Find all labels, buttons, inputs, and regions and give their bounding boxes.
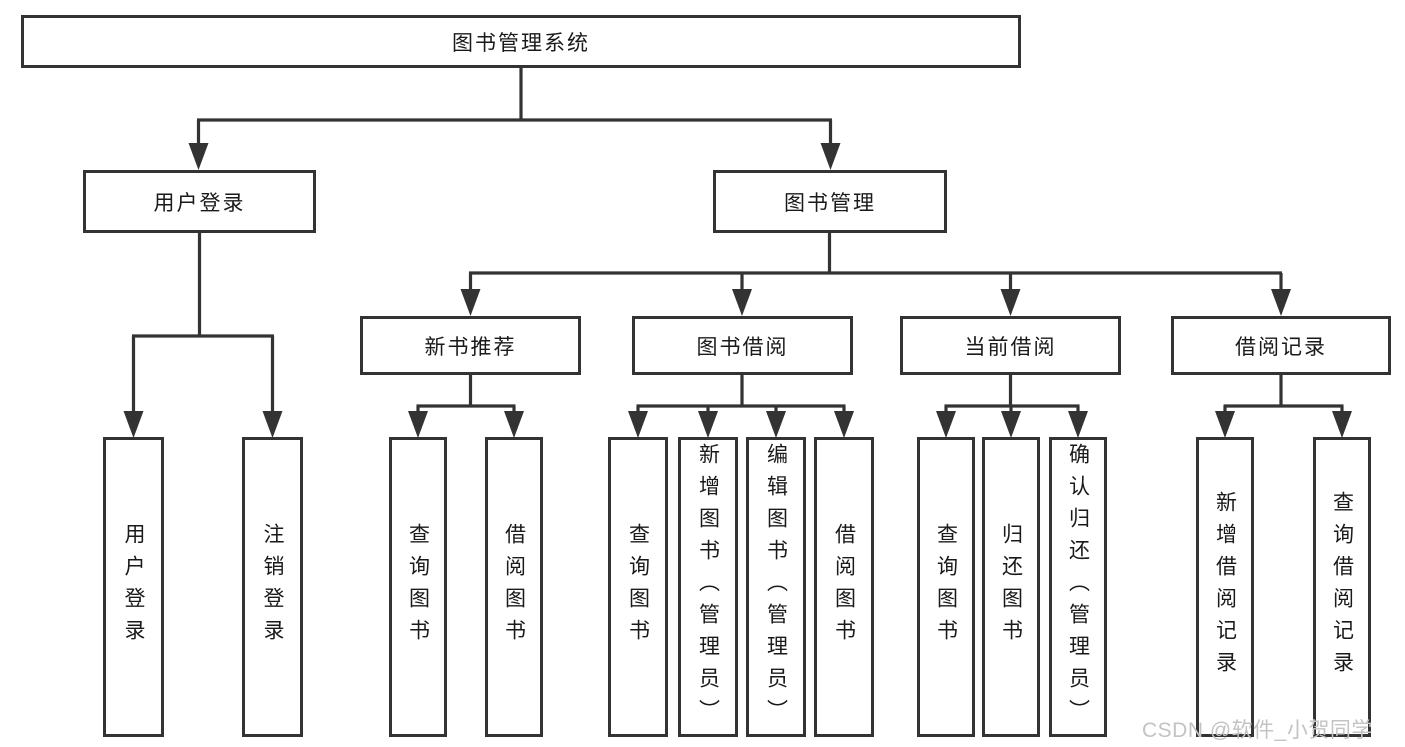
node-label: 图书管理系统 <box>452 31 590 55</box>
arrow-down-icon <box>504 411 524 438</box>
node-label: 用户登录 <box>122 523 145 651</box>
node-leaf-query-borrow-record: 查询借阅记录 <box>1313 437 1371 737</box>
node-label: 查询图书 <box>406 523 430 651</box>
node-leaf-query-books-current: 查询图书 <box>917 437 975 737</box>
node-root: 图书管理系统 <box>21 15 1021 68</box>
node-label: 借阅图书 <box>832 523 856 651</box>
arrow-down-icon <box>1001 411 1021 438</box>
node-leaf-user-login: 用户登录 <box>103 437 164 737</box>
node-label: 用户登录 <box>153 191 246 215</box>
node-leaf-add-borrow-record: 新增借阅记录 <box>1196 437 1254 737</box>
connector-borrow-records-children <box>1223 374 1344 414</box>
arrow-down-icon <box>766 411 786 438</box>
node-leaf-edit-book-admin: 编辑图书（管理员） <box>746 437 806 737</box>
arrow-down-icon <box>262 411 283 438</box>
arrow-down-icon <box>1215 411 1235 438</box>
node-label: 新增图书（管理员） <box>696 443 720 731</box>
node-borrow-records: 借阅记录 <box>1171 316 1391 375</box>
node-current-borrow: 当前借阅 <box>900 316 1121 375</box>
node-label: 归还图书 <box>999 523 1023 651</box>
node-label: 查询借阅记录 <box>1330 491 1354 683</box>
node-label: 当前借阅 <box>964 335 1057 359</box>
node-label: 图书管理 <box>784 191 876 215</box>
arrow-down-icon <box>1000 289 1021 316</box>
arrow-down-icon <box>820 143 841 170</box>
arrow-down-icon <box>1332 411 1352 438</box>
connector-root-to-level2 <box>196 67 833 146</box>
node-book-borrow: 图书借阅 <box>632 316 853 375</box>
connector-new-book-rec-children <box>416 374 516 414</box>
arrow-down-icon <box>188 143 209 170</box>
arrowheads <box>123 143 1352 438</box>
node-label: 借阅图书 <box>502 523 526 651</box>
node-leaf-borrow-books-borrow: 借阅图书 <box>814 437 874 737</box>
node-leaf-logout: 注销登录 <box>242 437 303 737</box>
node-leaf-confirm-return-admin: 确认归还（管理员） <box>1049 437 1107 737</box>
node-label: 查询图书 <box>626 523 650 651</box>
node-label: 图书借阅 <box>696 335 789 359</box>
node-leaf-query-books-borrow: 查询图书 <box>608 437 668 737</box>
node-label: 注销登录 <box>261 523 284 651</box>
arrow-down-icon <box>1271 289 1291 316</box>
node-leaf-query-books-recommend: 查询图书 <box>389 437 447 737</box>
arrow-down-icon <box>698 411 718 438</box>
node-new-book-rec: 新书推荐 <box>360 316 581 375</box>
arrow-down-icon <box>732 289 752 316</box>
node-label: 借阅记录 <box>1235 335 1327 359</box>
node-book-mgmt: 图书管理 <box>713 170 947 233</box>
watermark: CSDN @软件_小贺同学 <box>1142 719 1373 742</box>
node-label: 确认归还（管理员） <box>1066 443 1090 731</box>
node-label: 新书推荐 <box>424 335 517 359</box>
node-leaf-borrow-books-recommend: 借阅图书 <box>485 437 543 737</box>
node-label: 新增借阅记录 <box>1213 491 1237 683</box>
arrow-down-icon <box>936 411 956 438</box>
arrow-down-icon <box>460 289 481 316</box>
node-label: 编辑图书（管理员） <box>764 443 788 731</box>
arrow-down-icon <box>1068 411 1088 438</box>
node-leaf-return-books: 归还图书 <box>982 437 1040 737</box>
arrow-down-icon <box>628 411 648 438</box>
connector-user-login-children <box>131 232 275 414</box>
connector-book-borrow-children <box>636 374 846 414</box>
arrow-down-icon <box>408 411 428 438</box>
connector-book-mgmt-children <box>468 232 1283 292</box>
node-leaf-add-book-admin: 新增图书（管理员） <box>678 437 738 737</box>
arrow-down-icon <box>123 411 144 438</box>
node-user-login: 用户登录 <box>83 170 316 233</box>
arrow-down-icon <box>834 411 854 438</box>
node-label: 查询图书 <box>934 523 958 651</box>
connector-current-borrow-children <box>944 374 1080 414</box>
